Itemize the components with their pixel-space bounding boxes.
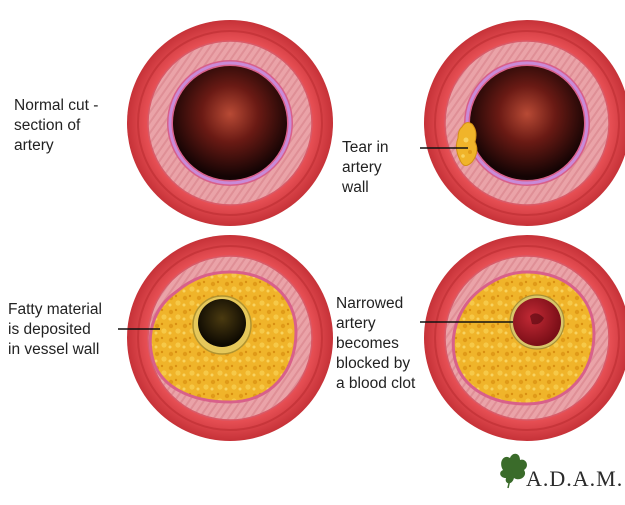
label-normal: Normal cut - section of artery xyxy=(14,97,99,154)
label-narrowed: Narrowed artery becomes blocked by a blo… xyxy=(336,295,416,392)
artery-normal xyxy=(127,20,333,226)
artery-fatty xyxy=(127,235,333,441)
artery-blocked xyxy=(424,235,625,441)
tear-fatty-deposit xyxy=(455,122,478,166)
artery-tear xyxy=(424,20,625,226)
adam-logo-text: A.D.A.M. xyxy=(526,466,624,491)
adam-logo-icon xyxy=(500,453,527,489)
label-tear: Tear in artery wall xyxy=(342,139,389,196)
label-fatty: Fatty material is deposited in vessel wa… xyxy=(8,301,102,358)
